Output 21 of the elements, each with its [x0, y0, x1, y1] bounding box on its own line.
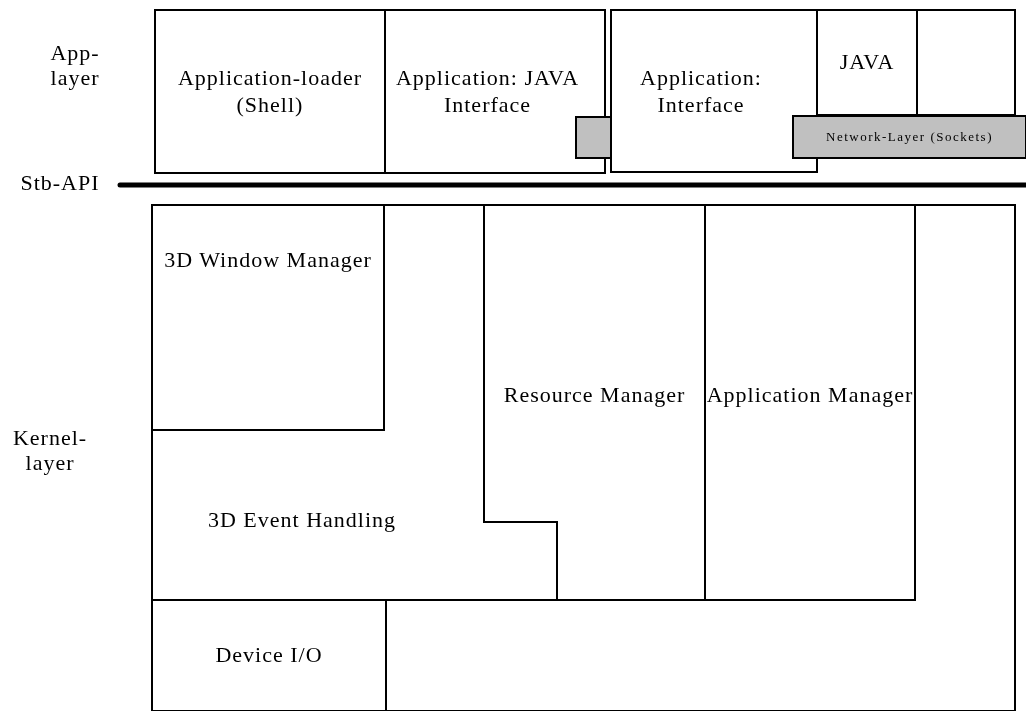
block-label: 3D Event Handling	[207, 506, 397, 534]
block-label: Application-loader (Shell)	[176, 65, 364, 118]
block-label: Resource Manager	[503, 381, 686, 409]
block-label: JAVA	[839, 49, 895, 76]
layer-block	[152, 205, 384, 430]
block-label: Device I/O	[215, 642, 323, 669]
layer-block	[817, 10, 917, 115]
layer-block	[152, 600, 386, 711]
block-label: Network-Layer (Sockets)	[826, 129, 993, 145]
layer-label: Kernel- layer	[11, 425, 89, 476]
block-label: Application Manager	[706, 381, 914, 409]
block-label: Application: JAVA Interface	[395, 65, 580, 118]
empty-box	[917, 10, 1015, 115]
layer-block	[611, 10, 817, 172]
shaded-layer-box	[793, 116, 1026, 158]
block-label: Application: Interface	[639, 65, 763, 118]
block-label: 3D Window Manager	[164, 246, 372, 274]
layer-label: App- layer	[49, 40, 101, 91]
shaded-block	[576, 117, 611, 158]
layer-label: Stb-API	[19, 170, 101, 196]
layer-block	[155, 10, 385, 173]
